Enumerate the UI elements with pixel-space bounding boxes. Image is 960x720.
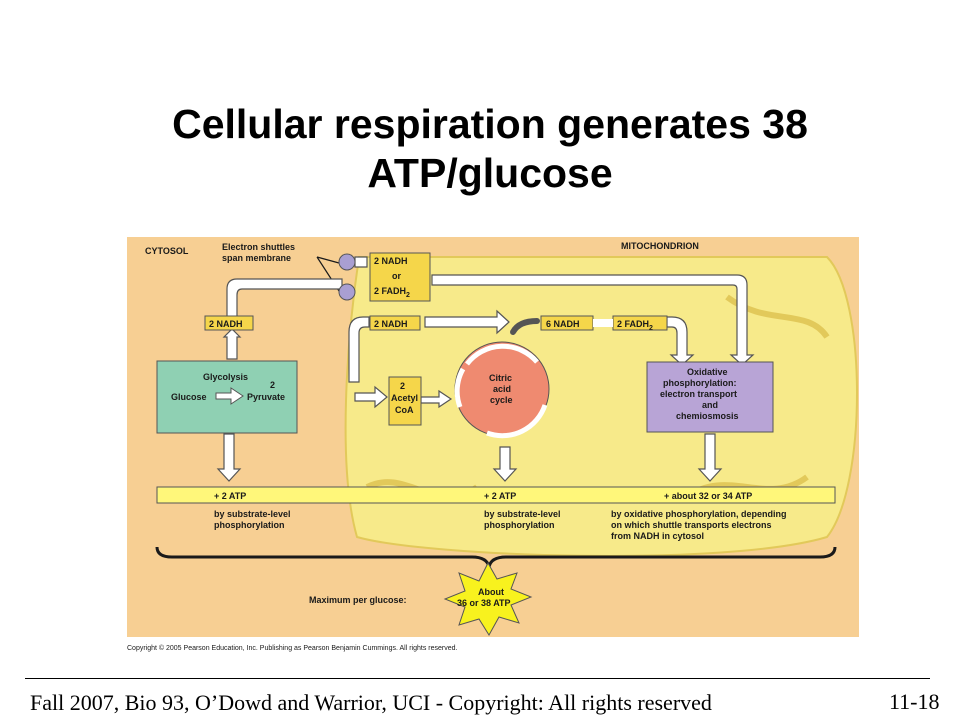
note-left-1: by substrate-level [214, 509, 291, 519]
pyruvate-label: Pyruvate [247, 392, 285, 402]
maximum-line1: About [478, 587, 504, 597]
shuttle-circle-top [338, 253, 356, 271]
note-right-2: on which shuttle transports electrons [611, 520, 772, 530]
title-line-1: Cellular respiration generates 38 [172, 101, 808, 147]
shuttle-circle-bottom [338, 283, 356, 301]
cytosol-label: CYTOSOL [145, 246, 189, 256]
cycle-to-nadh-arrow [510, 318, 540, 335]
oxphos-line4: and [702, 400, 718, 410]
oxphos-line1: Oxidative [687, 367, 728, 377]
citric-line1: Citric [489, 373, 512, 383]
acetyl-line2: Acetyl [391, 393, 418, 403]
copyright-strip [127, 637, 859, 657]
flow-arrows [216, 256, 755, 482]
nadh-mid-label: 2 NADH [374, 319, 408, 329]
mitochondrion-label: MITOCHONDRION [621, 241, 699, 251]
fadh2-top-label: 2 FADH2 [374, 286, 410, 299]
nadh-mid-box [369, 315, 421, 331]
footer-divider [25, 678, 930, 679]
oxphos-box [646, 361, 774, 433]
nadh-fadh-top-box [369, 252, 431, 302]
fadh2-top-sub: 2 [406, 292, 410, 299]
nadh-top-label: 2 NADH [374, 256, 408, 266]
atp-right: + about 32 or 34 ATP [664, 491, 752, 501]
shuttle-label-line1: Electron shuttles [222, 242, 295, 252]
note-mid-1: by substrate-level [484, 509, 561, 519]
note-left-2: phosphorylation [214, 520, 285, 530]
fadh2-mid-sub: 2 [649, 325, 653, 332]
diagram-copyright: Copyright © 2005 Pearson Education, Inc.… [127, 644, 457, 652]
oxphos-line2: phosphorylation: [663, 378, 737, 388]
nadh-left-box [204, 315, 254, 331]
acetyl-line3: CoA [395, 405, 414, 415]
glycolysis-title: Glycolysis [203, 372, 248, 382]
oxphos-line3: electron transport [660, 389, 737, 399]
footer-text: Fall 2007, Bio 93, O’Dowd and Warrior, U… [30, 690, 712, 715]
acetyl-line1: 2 [400, 381, 405, 391]
citric-line2: acid [493, 384, 511, 394]
respiration-diagram: CYTOSOL MITOCHONDRION Electron shuttles … [127, 237, 859, 657]
note-right-1: by oxidative phosphorylation, depending [611, 509, 787, 519]
nadh-6-label: 6 NADH [546, 319, 580, 329]
note-right-3: from NADH in cytosol [611, 531, 704, 541]
citric-line3: cycle [490, 395, 513, 405]
note-mid-2: phosphorylation [484, 520, 555, 530]
glucose-label: Glucose [171, 392, 207, 402]
maximum-line2: 36 or 38 ATP [457, 598, 511, 608]
fadh2-mid-text: 2 FADH [617, 319, 649, 329]
nadh-left-label: 2 NADH [209, 319, 243, 329]
citric-cycle-arrows [454, 343, 548, 439]
oxphos-line5: chemiosmosis [676, 411, 739, 421]
shuttle-label-line2: span membrane [222, 253, 291, 263]
fadh2-top-text: 2 FADH [374, 286, 406, 296]
atp-bar [156, 486, 836, 504]
maximum-starburst [443, 561, 533, 636]
pyruvate-count: 2 [270, 380, 275, 390]
atp-left: + 2 ATP [214, 491, 246, 501]
or-label: or [392, 271, 401, 281]
glycolysis-arrow [215, 387, 244, 405]
acetyl-coa-box [388, 376, 422, 426]
atp-middle: + 2 ATP [484, 491, 516, 501]
slide-title: Cellular respiration generates 38 ATP/gl… [0, 100, 960, 198]
title-line-2: ATP/glucose [367, 150, 613, 196]
slide-number: 11-18 [889, 689, 940, 714]
fadh2-mid-label: 2 FADH2 [617, 319, 653, 332]
maximum-label: Maximum per glucose: [309, 595, 407, 605]
